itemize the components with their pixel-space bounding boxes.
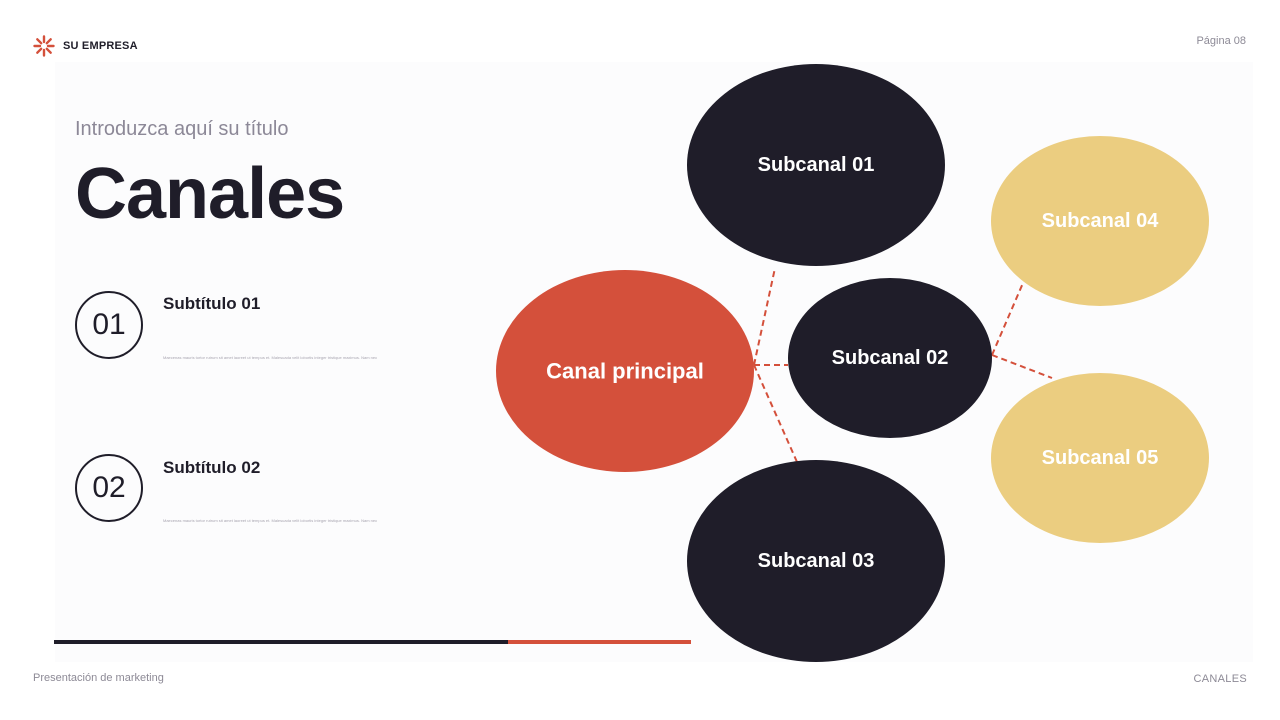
page-number: Página 08 [1196, 35, 1246, 47]
node-shape [496, 270, 754, 472]
node-label: Subcanal 01 [758, 154, 875, 176]
node-shape [687, 64, 945, 266]
item-number-circle: 02 [75, 454, 143, 522]
page-title: Canales [75, 154, 345, 234]
node-label: Subcanal 04 [1042, 210, 1160, 232]
brand: SU EMPRESA [33, 35, 138, 57]
node-shape [687, 460, 945, 662]
node-label: Subcanal 05 [1042, 447, 1159, 469]
connector-main-sub03 [753, 364, 798, 463]
connector-main-sub01 [753, 267, 776, 366]
node-shape [991, 373, 1209, 543]
connector-sub02-sub05 [991, 354, 1053, 379]
nodes: Canal principal Subcanal 01 Subcanal 02 Sub… [496, 64, 1209, 662]
footer-section-name: CANALES [1193, 673, 1247, 685]
item-subtitle: Subtítulo 02 [163, 458, 261, 477]
node-sub01: Subcanal 01 [687, 64, 945, 266]
node-sub04: Subcanal 04 [991, 136, 1209, 306]
item-body-text: Maecenas mauris tortor rutrum sit amet l… [163, 518, 378, 523]
sunburst-icon [33, 35, 55, 57]
brand-name: SU EMPRESA [63, 40, 138, 52]
node-label: Canal principal [546, 359, 704, 384]
node-label: Subcanal 02 [832, 347, 949, 369]
node-main: Canal principal [496, 270, 754, 472]
item-number-circle: 01 [75, 291, 143, 359]
item-body-text: Maecenas mauris tortor rutrum sit amet l… [163, 355, 378, 360]
progress-bar-dark [54, 640, 508, 644]
item-subtitle: Subtítulo 01 [163, 294, 261, 313]
node-sub02: Subcanal 02 [788, 278, 992, 438]
node-shape [788, 278, 992, 438]
kicker-text: Introduzca aquí su título [75, 118, 289, 140]
node-label: Subcanal 03 [758, 550, 875, 572]
node-sub05: Subcanal 05 [991, 373, 1209, 543]
node-shape [991, 136, 1209, 306]
footer-presentation-name: Presentación de marketing [33, 672, 164, 684]
connector-sub02-sub04 [991, 282, 1024, 356]
node-sub03: Subcanal 03 [687, 460, 945, 662]
connectors [753, 267, 1053, 463]
progress-bar-accent [508, 640, 691, 644]
